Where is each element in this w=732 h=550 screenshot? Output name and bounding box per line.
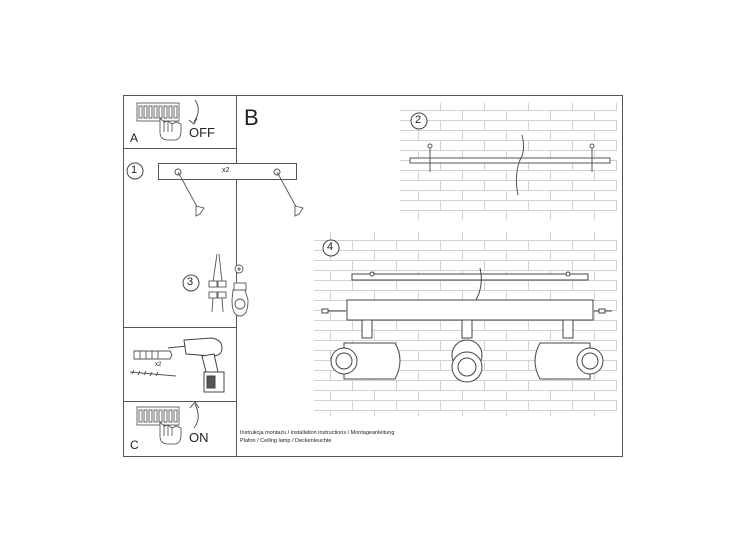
step2-circle <box>410 112 428 130</box>
footer-line1: Instrukcja montażu / installation instru… <box>240 430 395 436</box>
spotlight-icon <box>534 319 604 380</box>
dowel-icon <box>129 350 177 377</box>
hand-icon <box>159 117 182 141</box>
panel-c-letter: C <box>130 438 139 452</box>
footer-line2: Plafon / Ceiling lamp / Deckenleuchte <box>240 438 332 444</box>
drill-icon <box>167 337 225 393</box>
step2-number: 2 <box>415 114 422 126</box>
ground-icon <box>231 264 249 317</box>
panel-c-action: ON <box>189 430 209 445</box>
outer-frame <box>123 95 623 457</box>
step4-number: 4 <box>327 241 334 253</box>
switch-arrow-icon <box>189 401 200 429</box>
step2-bar <box>409 134 611 196</box>
mounting-plate <box>158 163 297 180</box>
panel-a-letter: A <box>130 131 139 145</box>
fuse-box-icon <box>136 102 180 122</box>
screw-icon <box>177 171 304 217</box>
switch-arrow-icon <box>188 99 199 125</box>
step3-number: 3 <box>187 276 194 288</box>
wire-connector-icon <box>208 253 227 313</box>
step1-circle <box>126 162 144 180</box>
spotlight-icon <box>451 319 483 383</box>
hand-icon <box>159 421 182 445</box>
step1-multiplier: x2 <box>222 167 230 174</box>
panel-b-letter: B <box>244 105 259 130</box>
panel-a-action: OFF <box>189 125 215 140</box>
step1-number: 1 <box>131 164 138 176</box>
fuse-box-icon <box>136 406 180 426</box>
step4-circle <box>322 239 340 257</box>
spotlight-icon <box>330 319 401 380</box>
drill-multiplier: x2 <box>155 362 162 368</box>
step3-circle <box>182 274 200 292</box>
